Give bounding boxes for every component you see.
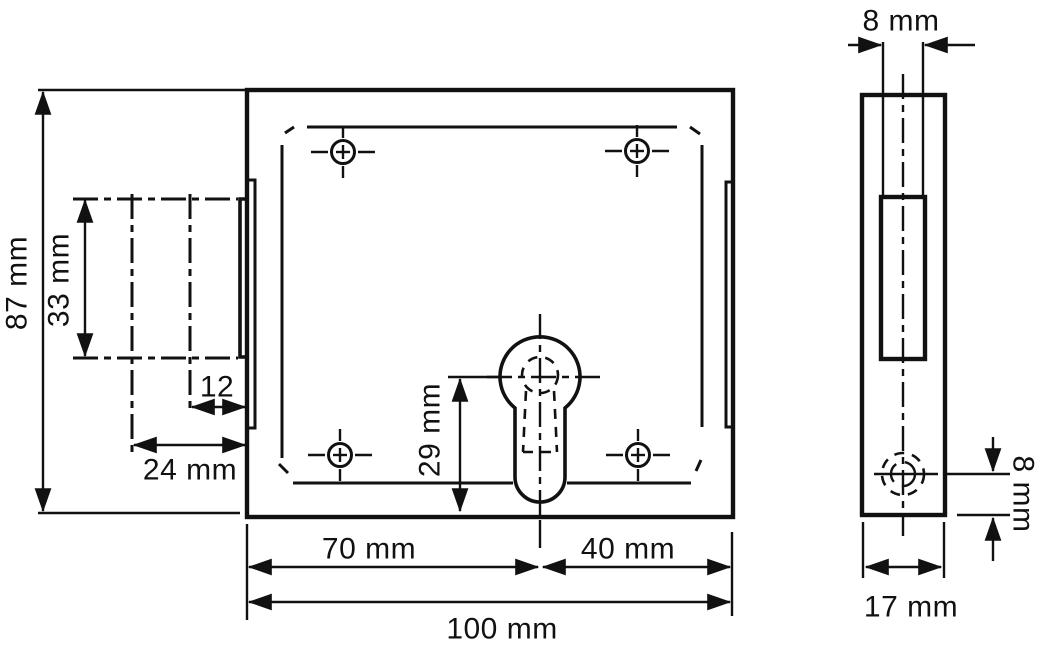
- lock-case-outline: [244, 87, 736, 520]
- bolt-stub: [238, 197, 247, 359]
- front-view: [73, 87, 736, 520]
- corner-dash-bottom-left: [277, 462, 290, 475]
- corner-dash-top-right: [689, 125, 701, 136]
- dim-label-bolt-width: 8 mm: [863, 5, 940, 38]
- left-faceplate-strip: [247, 178, 257, 430]
- keyhole-outline: [498, 334, 582, 504]
- cover-plate-outline: [277, 125, 704, 485]
- front-dimensions: 87 mm 33 mm 12 24 mm 29 mm 70 mm 40 mm 1…: [1, 88, 734, 646]
- keyhole-hidden-circle: [520, 355, 560, 395]
- side-dimensions: 8 mm 8 mm 17 mm: [848, 5, 1040, 624]
- corner-dash-bottom-right: [694, 459, 703, 472]
- right-wall-strip: [724, 180, 733, 429]
- dim-label-hole-offset: 8 mm: [1007, 456, 1040, 533]
- dim-label-cylinder-to-edge: 40 mm: [581, 533, 675, 566]
- dim-label-front-height: 87 mm: [1, 236, 34, 330]
- dim-label-side-depth: 17 mm: [864, 591, 958, 624]
- bolt-phantom: [73, 194, 247, 452]
- dim-label-cylinder-height: 29 mm: [414, 383, 447, 477]
- dim-label-bolt-height: 33 mm: [43, 233, 76, 327]
- corner-dash-top-left: [284, 125, 295, 135]
- dim-label-bolt-throw: 12: [200, 371, 234, 404]
- dim-label-backset: 70 mm: [322, 533, 416, 566]
- cylinder-keyhole: [487, 314, 602, 517]
- dim-label-front-width: 100 mm: [446, 613, 557, 646]
- dim-label-bolt-extension: 24 mm: [143, 454, 237, 487]
- side-view: [859, 42, 948, 536]
